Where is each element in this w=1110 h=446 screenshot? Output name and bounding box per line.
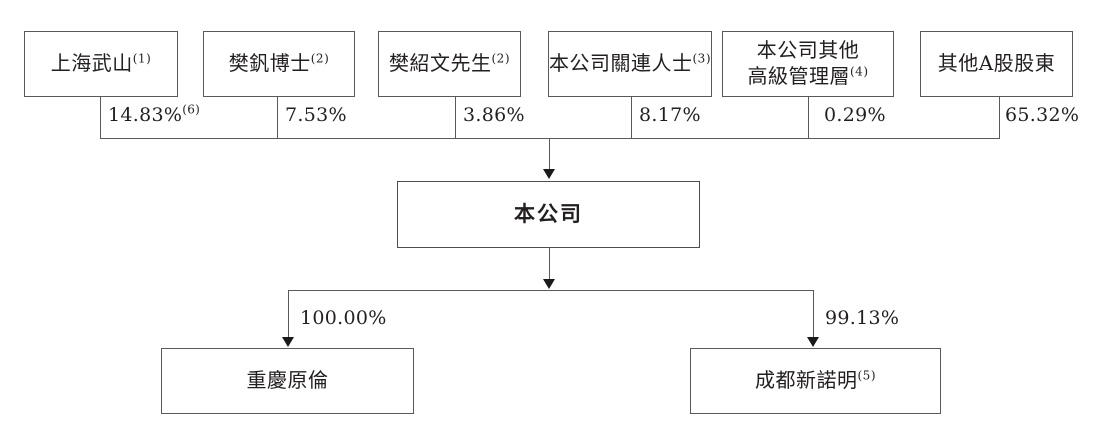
arrowhead-to-chongqing-yuanlun bbox=[282, 337, 294, 347]
shareholder-box-other-a-share-holders: 其他A股股東 bbox=[920, 31, 1073, 97]
footnote-marker: (6) bbox=[182, 102, 201, 117]
arrowhead-to-chengdu-xinnuoming bbox=[807, 337, 819, 347]
shareholder-label: 本公司其他 高級管理層(4) bbox=[747, 38, 869, 88]
connector-shareholder-3 bbox=[455, 97, 456, 138]
connector-shareholder-6 bbox=[999, 97, 1000, 138]
shareholder-box-shanghai-wushan: 上海武山(1) bbox=[24, 31, 178, 97]
shareholder-bus-line bbox=[100, 138, 1000, 139]
shareholder-label: 樊釩博士(2) bbox=[228, 51, 330, 76]
subsidiary-box-chongqing-yuanlun: 重慶原倫 bbox=[161, 348, 414, 414]
connector-to-chengdu-xinnuoming bbox=[813, 290, 814, 338]
subsidiary-bus-line bbox=[288, 290, 814, 291]
footnote-marker: (2) bbox=[310, 51, 330, 66]
percent-label-shareholder-5: 0.29% bbox=[824, 104, 886, 126]
arrowhead-company-down bbox=[543, 279, 555, 289]
connector-shareholder-4 bbox=[631, 97, 632, 138]
connector-shareholder-1 bbox=[100, 97, 101, 138]
shareholder-box-mr-fan-shaowen: 樊紹文先生(2) bbox=[378, 31, 521, 97]
percent-label-subsidiary-2: 99.13% bbox=[825, 307, 900, 329]
footnote-marker: (1) bbox=[132, 51, 152, 66]
connector-to-chongqing-yuanlun bbox=[288, 290, 289, 338]
shareholder-label: 上海武山(1) bbox=[50, 51, 152, 76]
connector-shareholder-5 bbox=[808, 97, 809, 138]
subsidiary-label: 成都新諾明(5) bbox=[755, 368, 876, 393]
arrowhead-to-company bbox=[543, 169, 555, 179]
percent-label-shareholder-2: 7.53% bbox=[285, 104, 347, 126]
connector-shareholder-2 bbox=[277, 97, 278, 138]
percent-label-shareholder-3: 3.86% bbox=[463, 104, 525, 126]
footnote-marker: (3) bbox=[692, 51, 711, 66]
connector-company-down bbox=[549, 248, 550, 279]
company-box-the-company: 本公司 bbox=[397, 181, 700, 248]
subsidiary-box-chengdu-xinnuoming: 成都新諾明(5) bbox=[690, 348, 941, 414]
shareholder-box-senior-management: 本公司其他 高級管理層(4) bbox=[722, 31, 894, 97]
percent-label-subsidiary-1: 100.00% bbox=[300, 307, 387, 329]
company-label: 本公司 bbox=[514, 201, 583, 227]
percent-label-shareholder-1: 14.83%(6) bbox=[108, 102, 201, 126]
shareholder-box-dr-fan-fan: 樊釩博士(2) bbox=[203, 31, 355, 97]
footnote-marker: (5) bbox=[857, 368, 876, 383]
shareholder-label: 其他A股股東 bbox=[937, 51, 1056, 76]
percent-label-shareholder-6: 65.32% bbox=[1005, 104, 1080, 126]
footnote-marker: (4) bbox=[850, 64, 869, 79]
footnote-marker: (2) bbox=[491, 51, 510, 66]
subsidiary-label: 重慶原倫 bbox=[246, 368, 329, 393]
connector-bus-to-company bbox=[549, 138, 550, 170]
shareholder-label: 樊紹文先生(2) bbox=[389, 51, 510, 76]
percent-label-shareholder-4: 8.17% bbox=[639, 104, 701, 126]
shareholder-label: 本公司關連人士(3) bbox=[549, 51, 711, 76]
shareholder-box-connected-persons: 本公司關連人士(3) bbox=[548, 31, 712, 97]
